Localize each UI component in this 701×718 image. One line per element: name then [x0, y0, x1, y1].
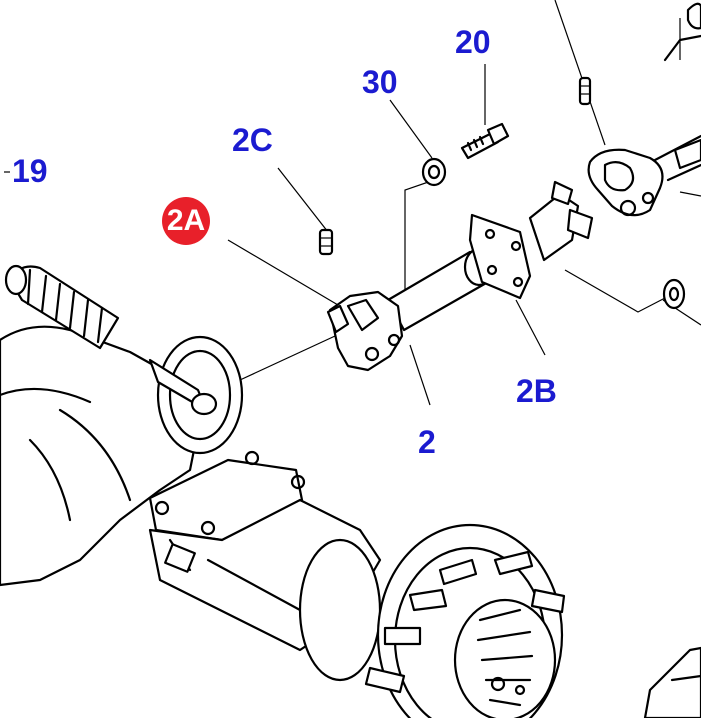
callout-30: 30 [362, 64, 398, 100]
leader-lines [4, 0, 701, 406]
nut [421, 157, 447, 187]
universal-joint [326, 290, 404, 372]
callout-2b: 2B [516, 373, 557, 409]
nut-right [662, 278, 686, 310]
flange-yoke [468, 180, 594, 300]
callout-2: 2 [418, 424, 436, 460]
callout-2c: 2C [232, 122, 273, 158]
bolt [460, 122, 510, 160]
grease-fitting [318, 76, 592, 256]
callout-2a-badge: 2A [162, 197, 210, 245]
front-yoke-assembly [587, 2, 701, 217]
wheel-hub [298, 523, 566, 718]
callout-20: 20 [455, 24, 491, 60]
partial-component [643, 646, 701, 718]
wheel-studs [364, 550, 566, 694]
steering-bellows [4, 264, 120, 350]
callout-19: 19 [12, 153, 48, 189]
